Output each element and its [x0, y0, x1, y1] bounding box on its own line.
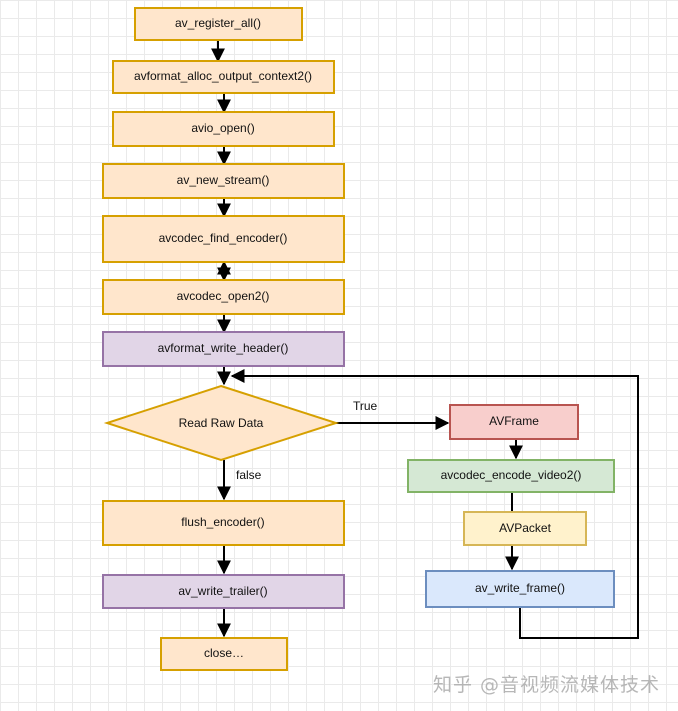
node-encode-video2: avcodec_encode_video2(): [407, 459, 615, 493]
node-flush-encoder: flush_encoder(): [102, 500, 345, 546]
node-label: AVFrame: [489, 414, 539, 428]
node-label: avcodec_find_encoder(): [159, 231, 288, 245]
node-new-stream: av_new_stream(): [102, 163, 345, 199]
node-close: close…: [160, 637, 288, 671]
node-avio-open: avio_open(): [112, 111, 335, 147]
node-label: avcodec_open2(): [177, 289, 270, 303]
node-label: AVPacket: [499, 521, 551, 535]
node-avpacket: AVPacket: [463, 511, 587, 546]
node-label: av_new_stream(): [177, 173, 270, 187]
node-write-trailer: av_write_trailer(): [102, 574, 345, 609]
node-write-frame: av_write_frame(): [425, 570, 615, 608]
edge-label-true: True: [353, 399, 378, 413]
watermark: 知乎 @音视频流媒体技术: [432, 674, 660, 696]
node-label: avcodec_encode_video2(): [441, 468, 582, 482]
node-label: av_register_all(): [175, 16, 261, 30]
node-label: flush_encoder(): [181, 515, 264, 529]
node-avframe: AVFrame: [449, 404, 579, 440]
node-label: av_write_frame(): [475, 581, 565, 595]
node-open2: avcodec_open2(): [102, 279, 345, 315]
node-register-all: av_register_all(): [134, 7, 303, 41]
node-label: Read Raw Data: [179, 416, 264, 430]
connectors: [211, 40, 639, 639]
node-find-encoder: avcodec_find_encoder(): [102, 215, 345, 263]
node-label: avio_open(): [191, 121, 254, 135]
node-read-raw-decision: Read Raw Data: [103, 384, 340, 462]
node-write-header: avformat_write_header(): [102, 331, 345, 367]
node-label: avformat_alloc_output_context2(): [134, 69, 312, 83]
node-label: av_write_trailer(): [178, 584, 267, 598]
node-label: close…: [204, 646, 244, 660]
node-label: avformat_write_header(): [158, 341, 289, 355]
edge-loop-back: [230, 369, 639, 639]
node-alloc-output: avformat_alloc_output_context2(): [112, 60, 335, 94]
edge-label-false: false: [236, 468, 262, 482]
